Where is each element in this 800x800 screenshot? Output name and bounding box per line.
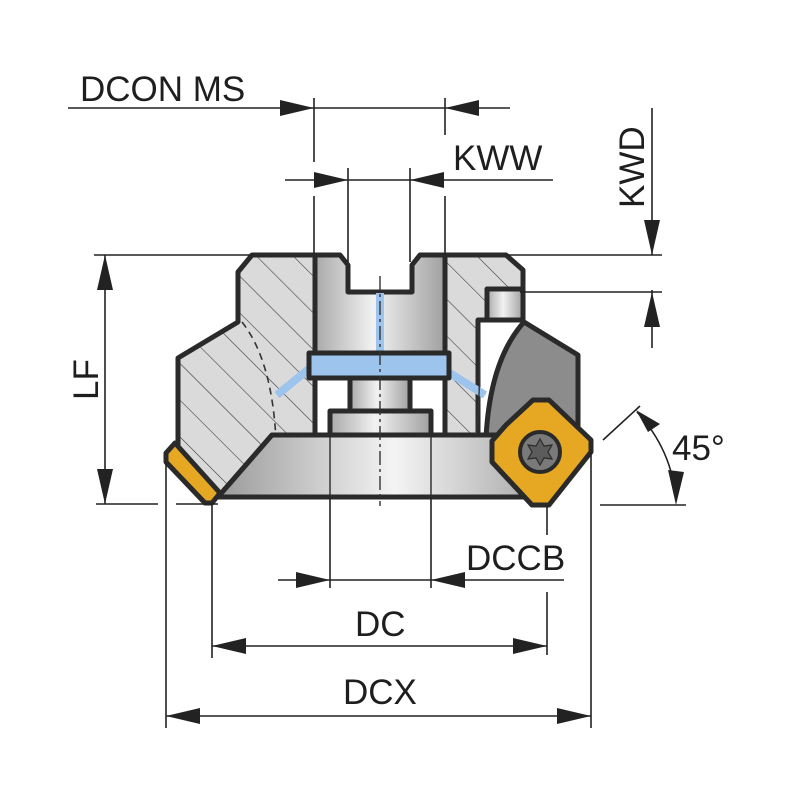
torx-icon (526, 437, 554, 467)
label-dcx: DCX (343, 673, 417, 712)
label-dccb: DCCB (466, 539, 565, 578)
coolant-channel-left (274, 364, 313, 399)
insert-pocket-wall (484, 286, 526, 323)
label-lf: LF (67, 359, 106, 400)
label-kww: KWW (453, 139, 542, 178)
hidden-line (241, 321, 277, 441)
cutting-insert-right (489, 397, 594, 508)
label-kwd: KWD (613, 126, 652, 208)
label-dcon-ms: DCON MS (80, 70, 245, 109)
body-mid-right (475, 319, 481, 436)
coolant-washer (306, 350, 452, 381)
label-angle: 45° (672, 429, 725, 468)
label-dc: DC (355, 605, 406, 644)
cutter-body (175, 252, 581, 506)
dimension-lines (68, 98, 686, 728)
